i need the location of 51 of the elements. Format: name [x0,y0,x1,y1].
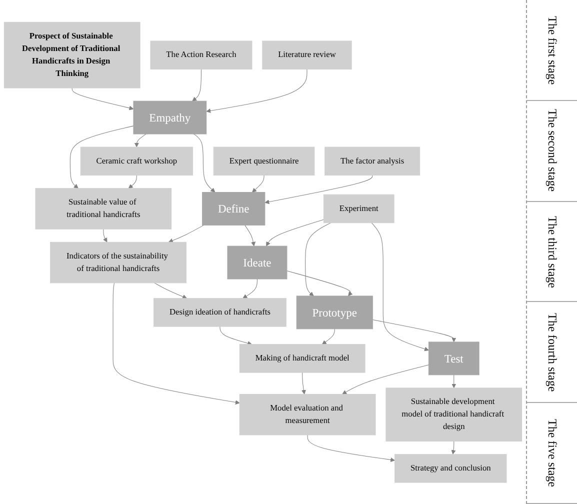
node-box: Literature review [262,40,352,70]
arrow [102,228,108,242]
node-box: Model evaluation and measurement [239,394,376,435]
arrow [371,222,429,351]
node-box: Design ideation of handicrafts [154,298,286,326]
arrow [128,174,137,188]
node-box: Ideate [227,245,288,279]
stage-label: The first stage [527,0,577,101]
arrow [193,133,216,192]
stage-label: The five stage [527,403,577,504]
node-box: Experiment [323,194,394,223]
arrow [72,87,134,110]
arrow [154,282,188,298]
arrow [322,328,335,344]
stage-label: The second stage [527,100,577,202]
arrow [134,133,146,147]
node-box: Prototype [296,295,373,329]
node-box: Define [202,192,266,226]
stage-label: The fourth stage [527,302,577,404]
arrow [70,125,134,188]
stage-label: The third stage [527,202,577,302]
node-box: Sustainable development model of traditional handicraft design [386,387,522,442]
arrow [452,374,456,388]
node-box: Making of handicraft model [239,344,366,372]
arrow [264,174,373,204]
arrow [286,270,353,296]
node-box: The Action Research [150,40,252,70]
node-box: Prospect of Sustainable Development of Traditional Handicrafts in Design Thinking [4,22,140,88]
arrow [192,68,202,101]
arrow [112,282,240,404]
arrow [307,434,396,462]
node-box: Test [428,341,480,375]
arrow [301,372,306,394]
arrow [220,326,252,346]
node-box: Indicators of the sustainability of traditional handicrafts [50,242,186,283]
node-box: The factor analysis [324,146,420,176]
arrow [206,68,308,113]
arrow [242,278,258,298]
arrow [252,174,264,192]
node-box: Empathy [133,100,207,134]
arrow [342,364,429,394]
arrow [244,224,256,246]
node-box: Strategy and conclusion [394,454,507,482]
arrow [266,219,324,246]
arrow [451,440,456,454]
node-box: Ceramic craft workshop [80,146,193,176]
arrow [168,224,204,242]
node-box: Expert questionnaire [213,146,315,176]
arrow [372,319,456,342]
arrow [305,222,332,296]
node-box: Sustainable value of traditional handicrafts [35,188,172,229]
